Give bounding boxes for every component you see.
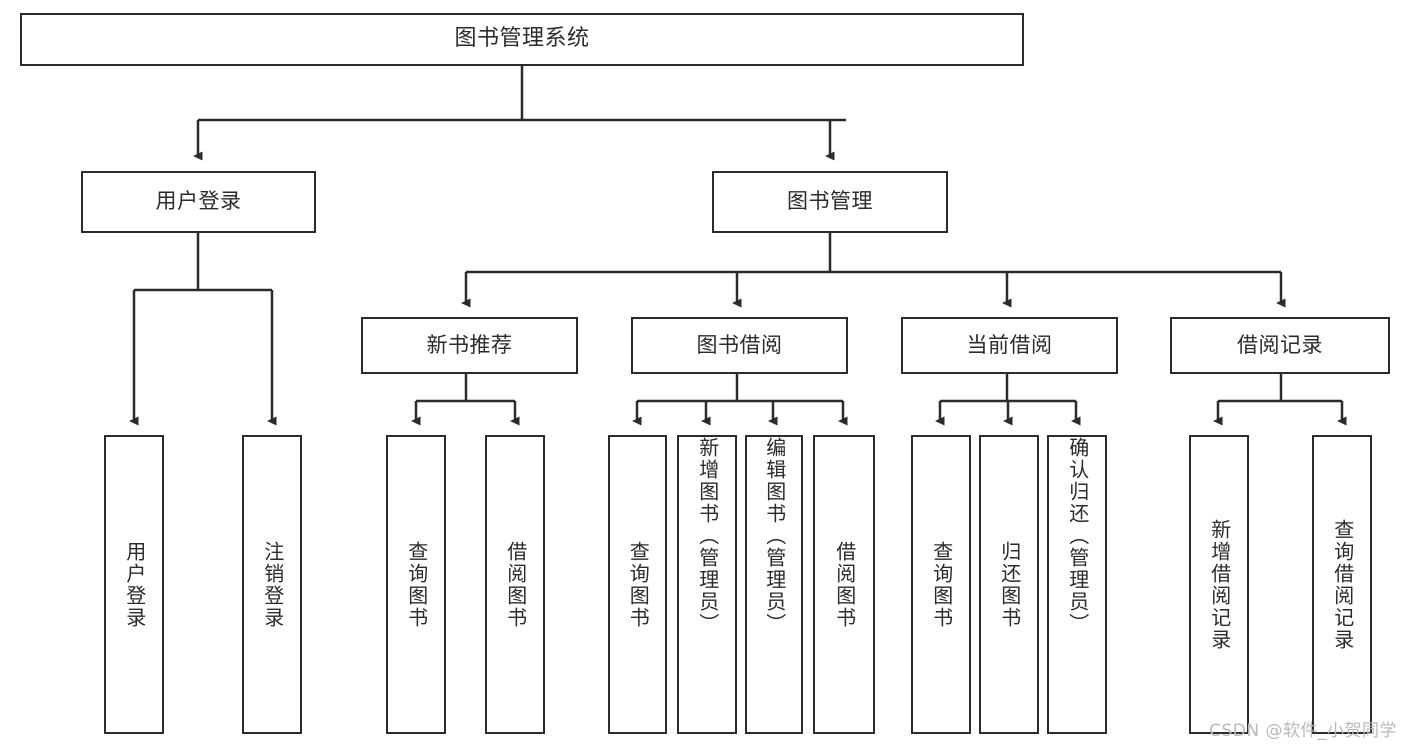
node-leaf-add-borrow-record[interactable]: 新增借阅记录 [1189,435,1249,734]
node-label: 用户登录 [155,189,242,214]
node-leaf-borrow-books[interactable]: 借阅图书 [813,435,875,734]
node-label: 查询图书 [929,540,954,629]
node-borrowing-record[interactable]: 借阅记录 [1170,317,1390,374]
node-leaf-user-login[interactable]: 用户登录 [104,435,164,734]
node-leaf-query-books-recommend[interactable]: 查询图书 [386,435,446,734]
node-label: 借阅记录 [1237,332,1323,357]
node-book-management[interactable]: 图书管理 [712,171,948,233]
node-label: 新书推荐 [426,332,513,357]
node-label: 图书管理 [787,189,873,214]
node-leaf-return-books[interactable]: 归还图书 [979,435,1039,734]
node-label: 查询图书 [626,540,651,629]
node-leaf-edit-book-admin[interactable]: 编辑图书（管理员） [745,435,803,734]
node-book-borrowing[interactable]: 图书借阅 [631,317,848,374]
node-label: 图书管理系统 [454,26,590,52]
node-label: 查询图书 [404,540,429,629]
node-leaf-query-books-current[interactable]: 查询图书 [911,435,971,734]
node-label: 编辑图书（管理员） [762,437,787,635]
node-current-borrowing[interactable]: 当前借阅 [901,317,1118,374]
node-label: 新增借阅记录 [1207,518,1232,651]
node-leaf-borrow-books-recommend[interactable]: 借阅图书 [485,435,545,734]
node-label: 图书借阅 [696,332,783,357]
node-root-book-management-system[interactable]: 图书管理系统 [20,13,1024,66]
node-label: 查询借阅记录 [1330,518,1355,651]
node-label: 用户登录 [122,540,147,629]
node-leaf-confirm-return-admin[interactable]: 确认归还（管理员） [1047,435,1107,734]
node-user-login[interactable]: 用户登录 [81,171,316,233]
node-label: 注销登录 [260,540,285,629]
node-label: 借阅图书 [832,540,857,629]
node-leaf-logout[interactable]: 注销登录 [242,435,302,734]
watermark-text: CSDN @软件_小贺同学 [1209,721,1397,741]
node-label: 归还图书 [997,540,1022,629]
node-leaf-query-borrow-record[interactable]: 查询借阅记录 [1312,435,1372,734]
node-new-book-recommendation[interactable]: 新书推荐 [361,317,578,374]
node-leaf-query-books-borrow[interactable]: 查询图书 [608,435,667,734]
node-label: 确认归还（管理员） [1065,437,1090,635]
node-leaf-add-book-admin[interactable]: 新增图书（管理员） [677,435,737,734]
node-label: 当前借阅 [966,332,1053,357]
node-label: 新增图书（管理员） [695,437,720,635]
node-label: 借阅图书 [503,540,528,629]
